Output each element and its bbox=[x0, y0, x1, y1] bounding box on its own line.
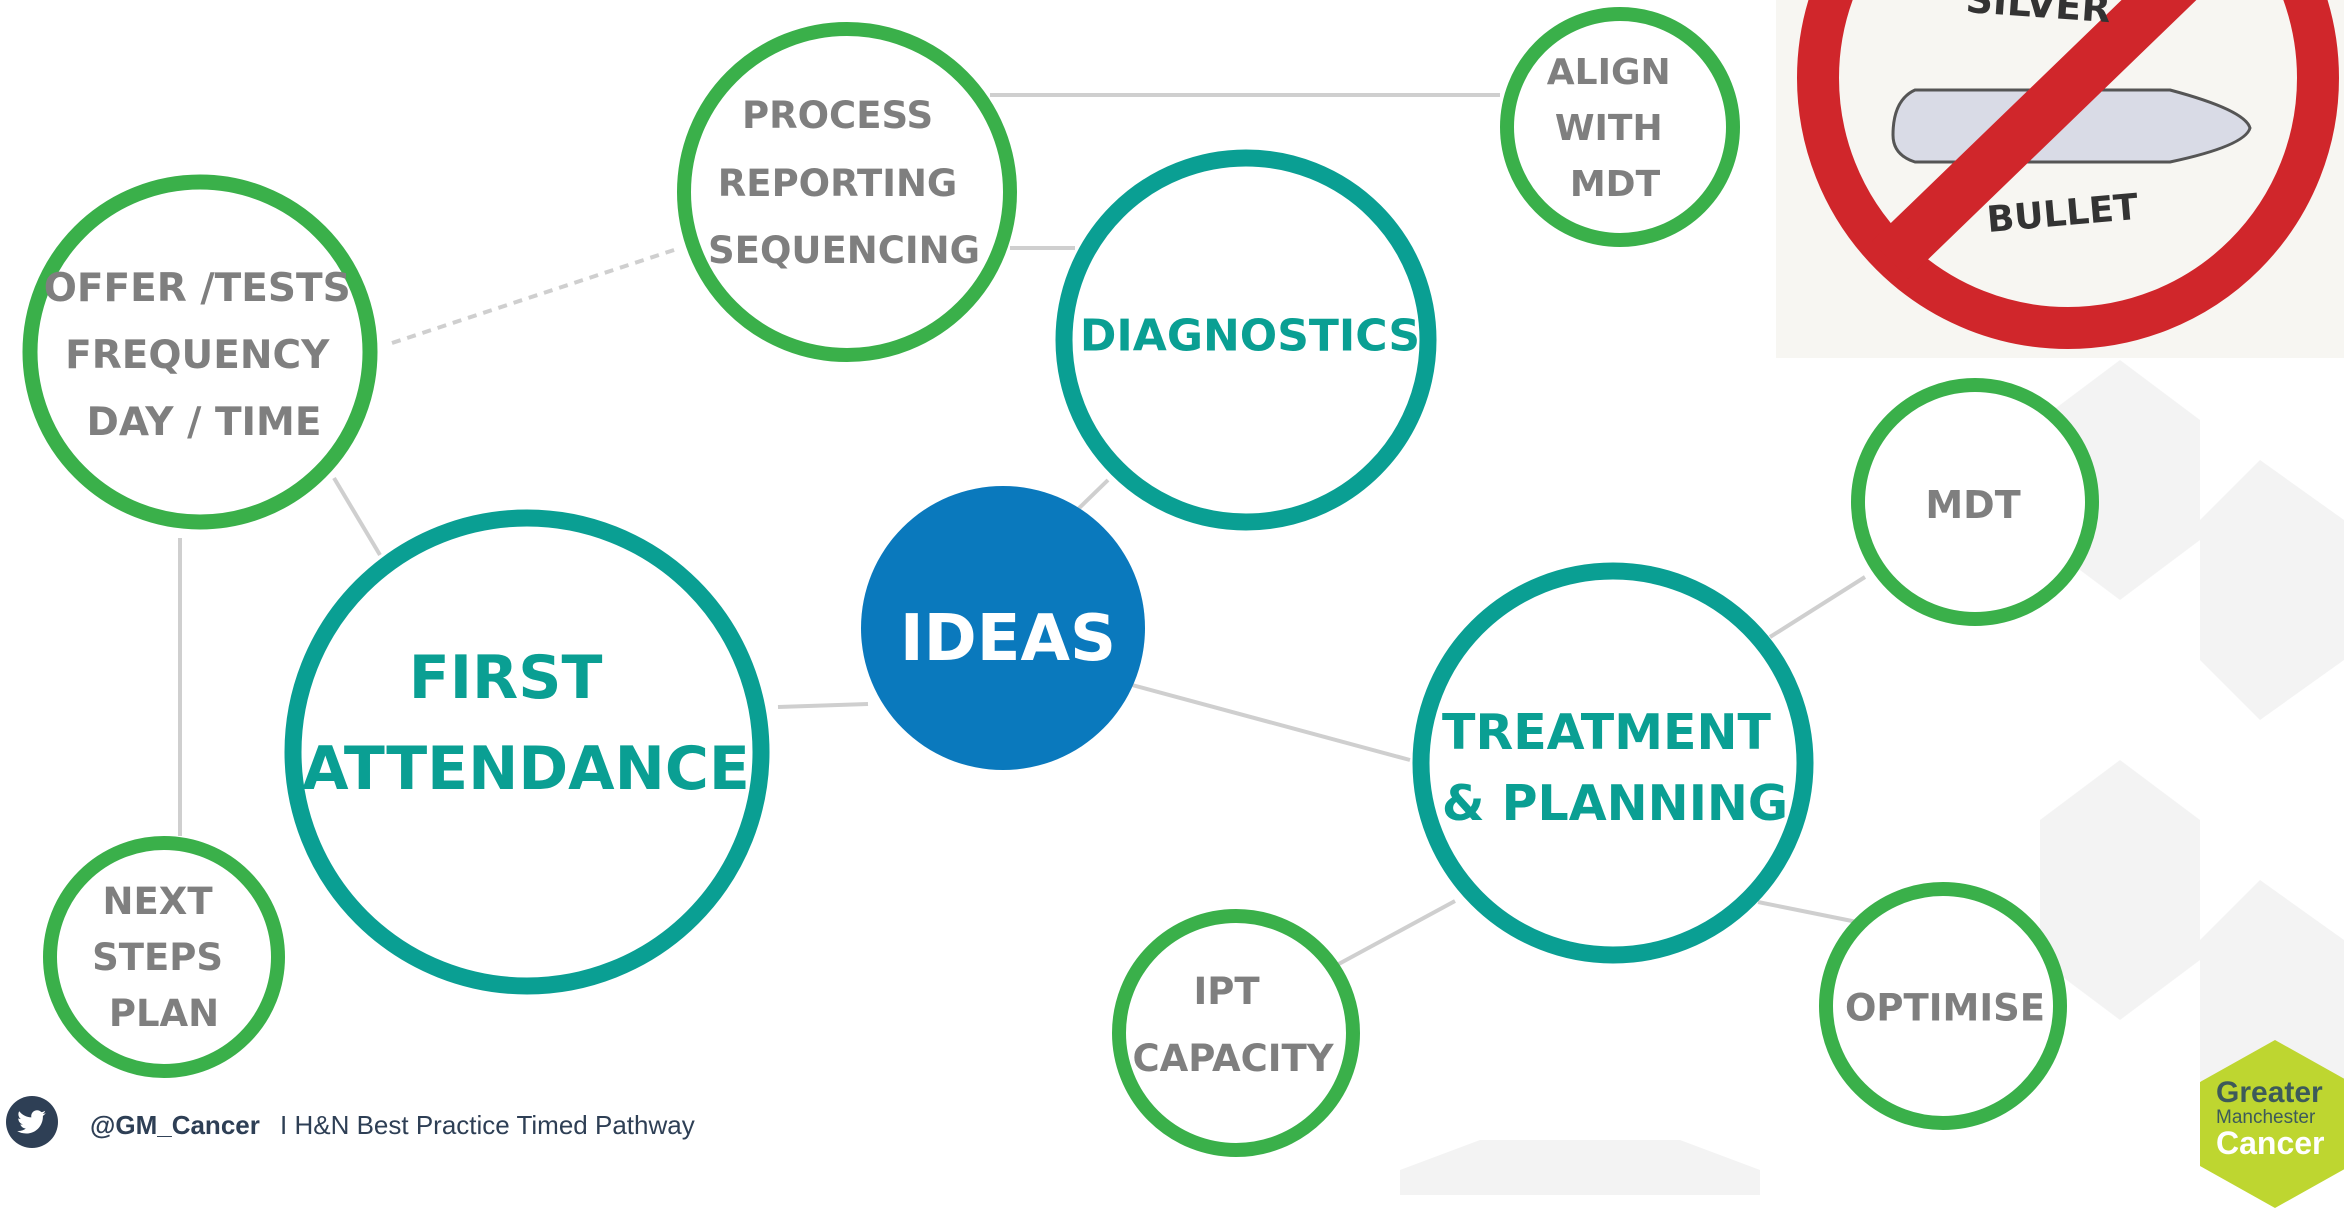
process-line1: PROCESS bbox=[742, 94, 933, 137]
node-ipt-capacity: IPT CAPACITY bbox=[1112, 909, 1360, 1157]
first-line2: ATTENDANCE bbox=[302, 734, 750, 804]
ipt-line2: CAPACITY bbox=[1132, 1037, 1334, 1080]
twitter-icon[interactable] bbox=[6, 1096, 58, 1148]
logo-text: Greater Manchester Cancer bbox=[2216, 1076, 2344, 1161]
align-line3: MDT bbox=[1570, 164, 1661, 205]
connectors bbox=[178, 93, 1867, 968]
optimise-label: OPTIMISE bbox=[1845, 987, 2045, 1030]
silver-bullet-no-sign: SILVER BULLET bbox=[1776, 0, 2344, 358]
node-treatment: TREATMENT & PLANNING bbox=[1412, 562, 1814, 964]
connector-treatment-optimise bbox=[1757, 900, 1858, 924]
connector-treatment-mdt bbox=[1768, 575, 1867, 639]
align-line2: WITH bbox=[1555, 108, 1663, 149]
node-ideas: IDEAS bbox=[861, 486, 1145, 770]
treatment-line2: & PLANNING bbox=[1442, 775, 1788, 832]
ideas-label: IDEAS bbox=[900, 602, 1116, 676]
treatment-line1: TREATMENT bbox=[1442, 704, 1771, 761]
twitter-handle[interactable]: @GM_Cancer bbox=[90, 1110, 260, 1140]
connector-offer-process bbox=[391, 246, 681, 345]
svg-text:PROCESS REPORTING: PROCESS REPORTING SEQUENCING bbox=[708, 94, 980, 272]
offer-line3: DAY / TIME bbox=[86, 400, 321, 445]
svg-text:IPT CAPACITY: IPT CAPACITY bbox=[1132, 970, 1334, 1080]
offer-line2: FREQUENCY bbox=[65, 333, 330, 378]
align-line1: ALIGN bbox=[1547, 52, 1671, 93]
logo-line2: Manchester bbox=[2216, 1107, 2316, 1128]
connector-treatment-ipt bbox=[1334, 899, 1456, 968]
node-first-attendance: FIRST ATTENDANCE bbox=[284, 509, 770, 995]
node-optimise: OPTIMISE bbox=[1819, 882, 2067, 1130]
ipt-line1: IPT bbox=[1193, 970, 1260, 1013]
first-line1: FIRST bbox=[409, 643, 603, 713]
node-next-steps: NEXT STEPS PLAN bbox=[43, 836, 285, 1078]
next-line1: NEXT bbox=[103, 880, 214, 923]
connector-first-ideas bbox=[777, 702, 869, 709]
svg-text:ALIGN WITH MDT: ALIGN WITH MDT bbox=[1547, 52, 1683, 205]
next-line2: STEPS bbox=[92, 936, 223, 979]
logo-line3: Cancer bbox=[2216, 1125, 2325, 1161]
logo-line1: Greater bbox=[2216, 1076, 2323, 1109]
offer-line1: OFFER /TESTS bbox=[44, 266, 351, 311]
connector-offer-first bbox=[332, 476, 382, 557]
svg-text:NEXT STEPS PLAN: NEXT STEPS PLAN bbox=[92, 880, 236, 1035]
svg-text:OFFER /TESTS FREQUENCY: OFFER /TESTS FREQUENCY DAY / TIME bbox=[44, 266, 365, 445]
next-line3: PLAN bbox=[109, 992, 219, 1035]
connector-ideas-treatment bbox=[1131, 683, 1411, 762]
process-line2: REPORTING bbox=[718, 162, 958, 205]
footer-title: I H&N Best Practice Timed Pathway bbox=[280, 1110, 695, 1140]
node-process: PROCESS REPORTING SEQUENCING bbox=[677, 22, 1017, 362]
svg-text:TREATMENT & PLANNING: TREATMENT & PLANNING bbox=[1442, 704, 1788, 832]
mdt-label: MDT bbox=[1925, 483, 2020, 527]
node-diagnostics: DIAGNOSTICS bbox=[1055, 149, 1437, 531]
svg-text:FIRST ATTENDANCE: FIRST ATTENDANCE bbox=[302, 643, 750, 804]
gm-cancer-logo bbox=[2200, 1040, 2344, 1208]
node-mdt: MDT bbox=[1851, 378, 2099, 626]
diagnostics-label: DIAGNOSTICS bbox=[1080, 311, 1420, 362]
process-line3: SEQUENCING bbox=[708, 229, 980, 272]
node-align: ALIGN WITH MDT bbox=[1500, 7, 1740, 247]
node-offer: OFFER /TESTS FREQUENCY DAY / TIME bbox=[22, 174, 378, 530]
